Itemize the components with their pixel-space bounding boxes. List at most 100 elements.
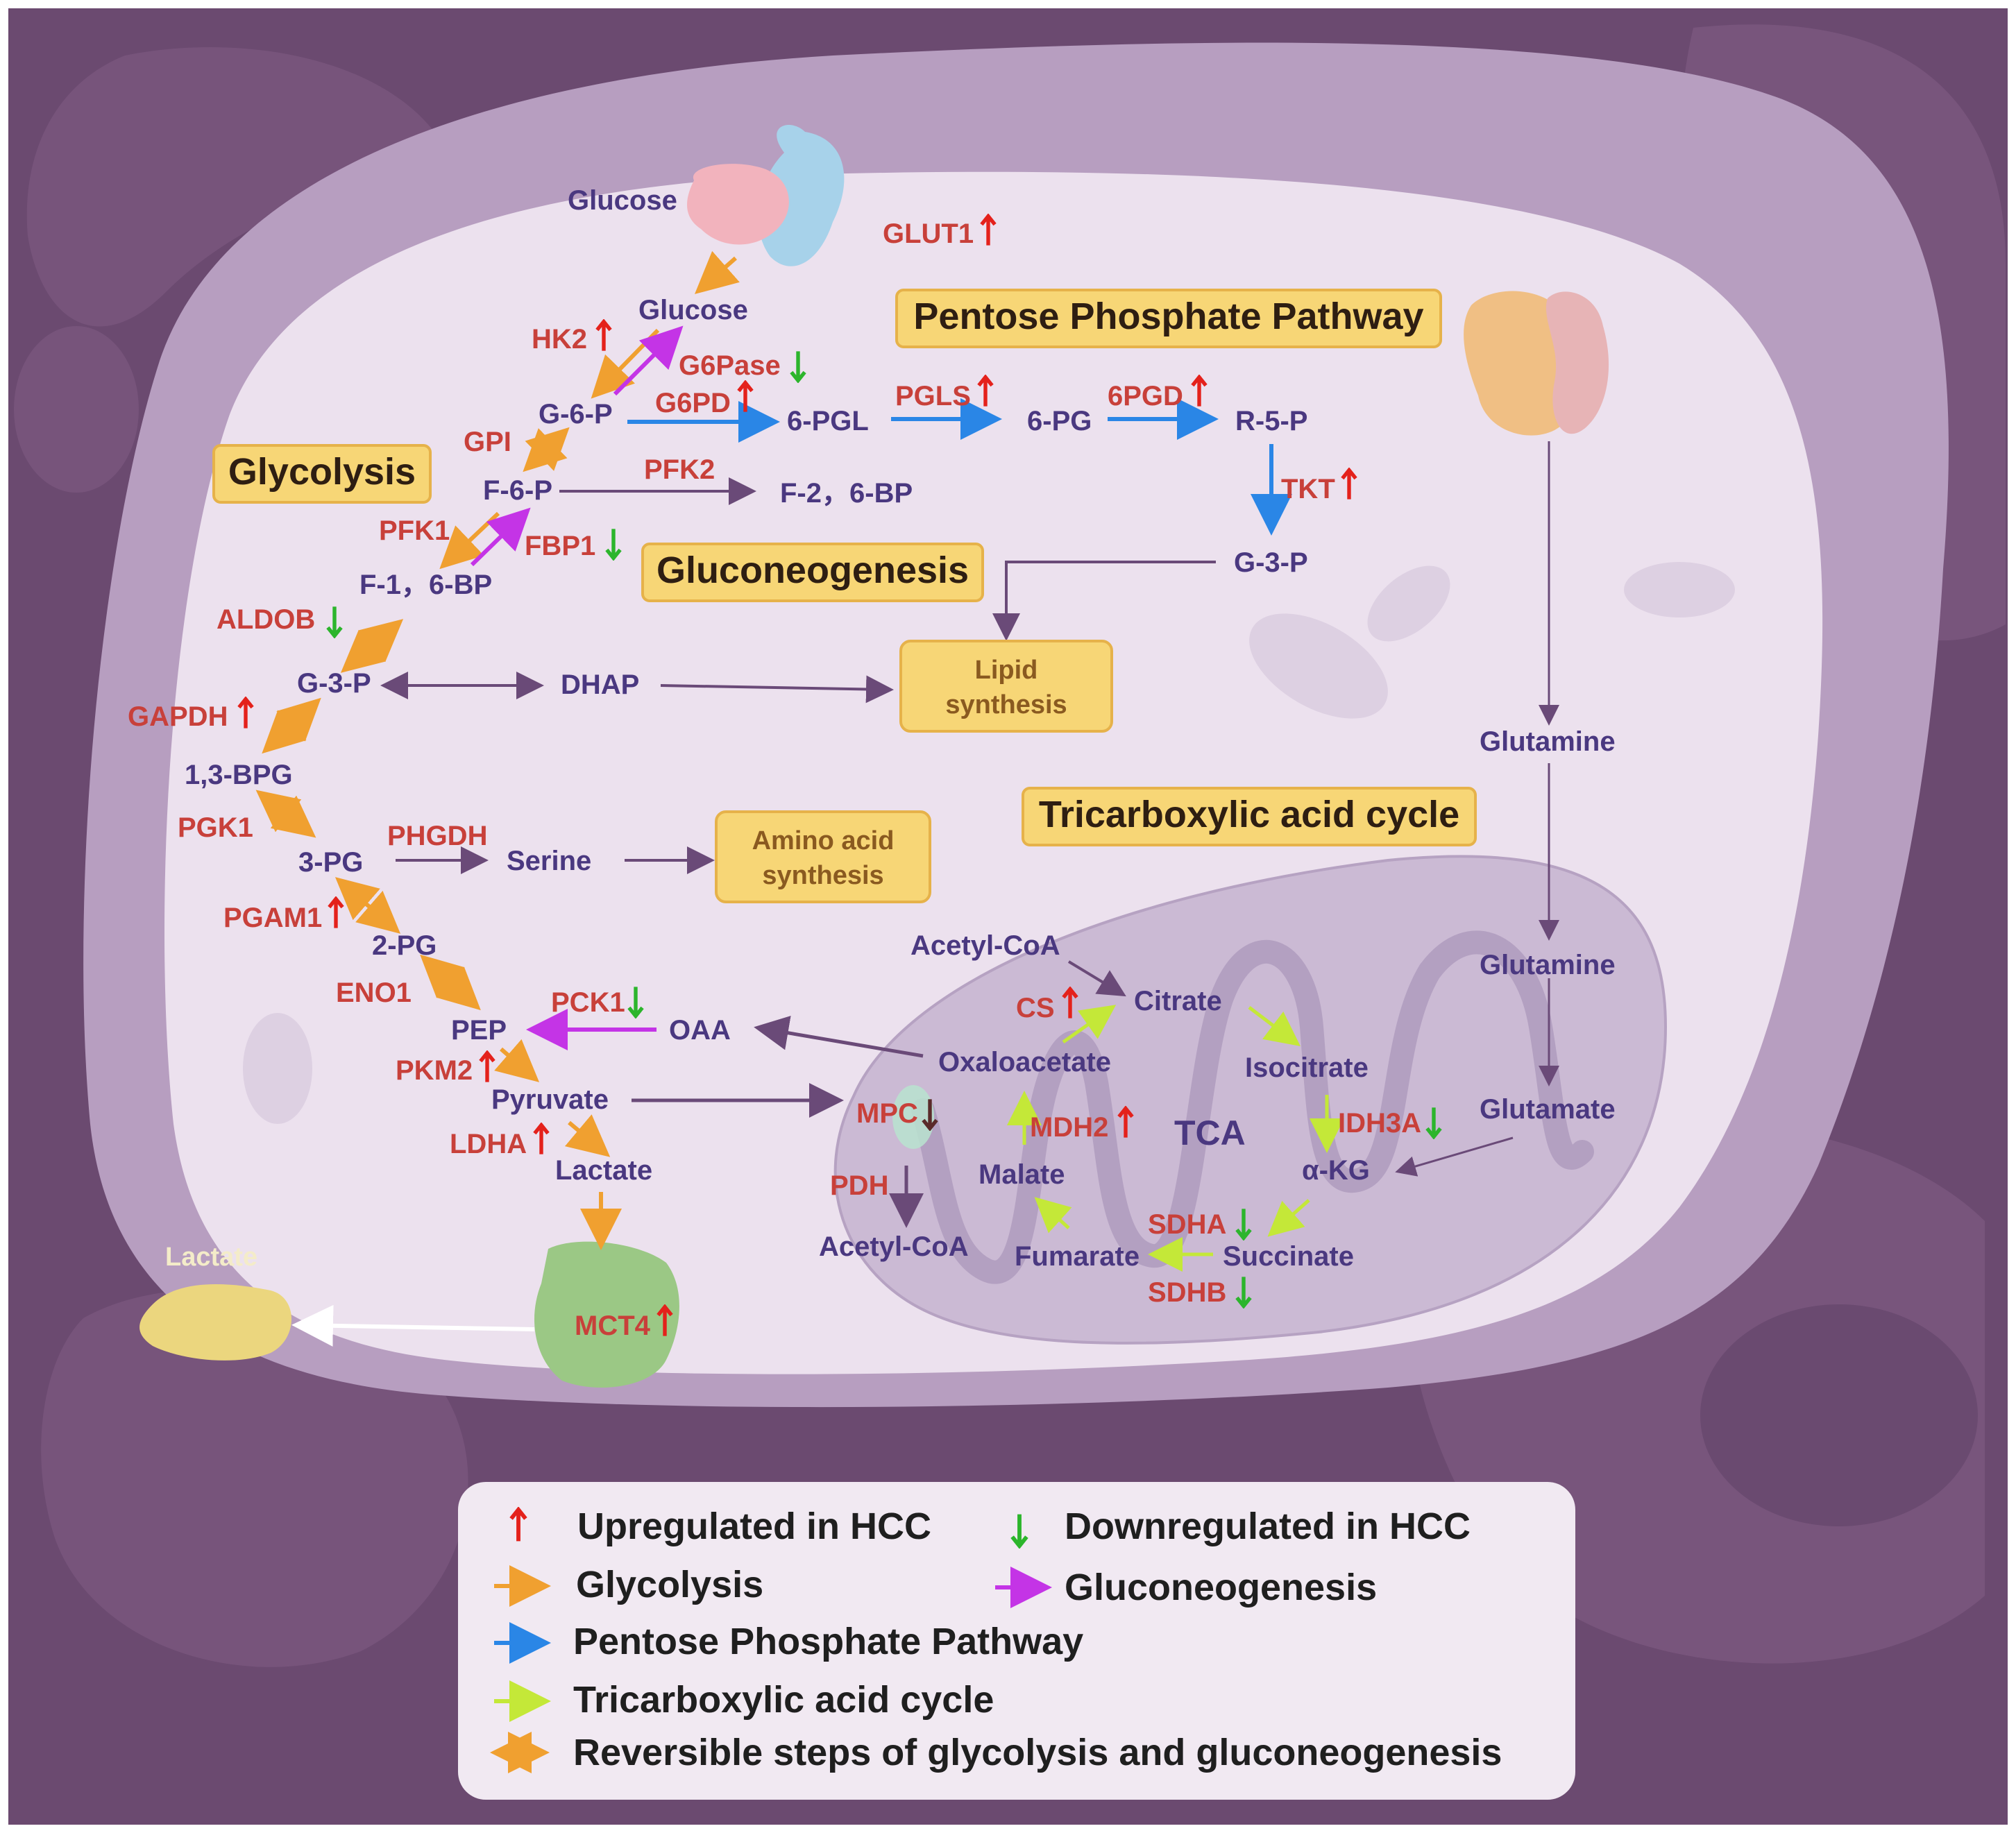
arrow-tca: [1248, 1006, 1301, 1047]
arrow-glutamate-akg: [1395, 1136, 1514, 1177]
pck1: PCK1: [551, 987, 625, 1018]
tkt: TKT: [1281, 474, 1335, 504]
phgdh: PHGDH: [387, 821, 487, 851]
arrow-oxaloacetate-oaa: [754, 1016, 924, 1058]
pep: PEP: [451, 1015, 507, 1046]
bpg13: 1,3-BPG: [185, 760, 293, 790]
legend-up-label: Upregulated in HCC: [577, 1506, 931, 1547]
arrow-reversible: [340, 619, 404, 673]
dhap: DHAP: [561, 670, 639, 700]
fumarate: Fumarate: [1015, 1241, 1140, 1272]
acetyl-coa-top: Acetyl-CoA: [910, 930, 1060, 961]
glut1-transporter: [758, 125, 845, 266]
pyruvate: Pyruvate: [491, 1084, 609, 1115]
pfk1: PFK1: [379, 515, 450, 546]
ppp-label: Pentose Phosphate Pathway: [913, 296, 1423, 337]
f16bp: F-1，6-BP: [359, 570, 492, 600]
legend-ppp-label: Pentose Phosphate Pathway: [573, 1621, 1083, 1662]
mct4-transporter: [534, 1241, 679, 1388]
pg3: 3-PG: [298, 847, 363, 878]
arrow-reversible: [262, 697, 321, 754]
acetyl-coa-bottom: Acetyl-CoA: [819, 1231, 969, 1262]
mitochondrion-faint: [1367, 565, 1450, 642]
arrow-reversible: [334, 877, 401, 934]
arrow-tca: [1267, 1199, 1310, 1237]
background-cell: [14, 326, 139, 493]
lipid-synthesis-line2: synthesis: [945, 690, 1067, 719]
ppp-label-box: [895, 289, 1442, 348]
sdha: SDHA: [1148, 1209, 1226, 1240]
gluconeogenesis-label: Gluconeogenesis: [657, 549, 969, 591]
g6p: G-6-P: [539, 399, 613, 429]
f6p: F-6-P: [483, 475, 552, 506]
pg2: 2-PG: [372, 930, 437, 961]
gluconeogenesis-label-box: [641, 543, 984, 602]
r5p: R-5-P: [1235, 406, 1307, 436]
glucose-intracellular: Glucose: [638, 295, 748, 325]
glucose-extracellular: Glucose: [568, 185, 677, 216]
mitochondrion-faint: [1249, 613, 1388, 719]
legend-down-label: Downregulated in HCC: [1065, 1506, 1471, 1547]
alpha-kg: α-KG: [1302, 1155, 1370, 1186]
tca-label: Tricarboxylic acid cycle: [1039, 794, 1459, 835]
arrow-glycolysis: [564, 1114, 611, 1157]
legend-reversible-label: Reversible steps of glycolysis and gluco…: [573, 1732, 1502, 1773]
legend: Upregulated in HCC Downregulated in HCC …: [458, 1482, 1575, 1800]
arrow-tca: [1034, 1197, 1072, 1234]
amino-acid-synthesis-line1: Amino acid: [752, 826, 895, 855]
pgk1: PGK1: [178, 812, 253, 843]
pkm2: PKM2: [396, 1055, 473, 1086]
tca-label-box: [1022, 787, 1477, 846]
pfk2: PFK2: [644, 454, 715, 485]
mitochondrion-cristae: [911, 930, 1594, 1284]
sdhb: SDHB: [1148, 1277, 1226, 1308]
g3p: G-3-P: [297, 668, 371, 699]
pgd6: 6PGD: [1108, 381, 1183, 411]
amino-acid-synthesis-line2: synthesis: [762, 861, 883, 890]
lipid-synthesis-box: [899, 640, 1113, 733]
legend-gluconeogenesis-label: Gluconeogenesis: [1065, 1567, 1377, 1608]
legend-glycolysis-label: Glycolysis: [576, 1564, 763, 1605]
serine: Serine: [507, 846, 591, 876]
arrow-gluconeogenesis: [613, 325, 684, 396]
pg6: 6-PG: [1027, 406, 1092, 436]
glut1-transporter: [687, 164, 789, 245]
hk2: HK2: [532, 324, 587, 355]
glutamine-cytosol: Glutamine: [1480, 726, 1616, 757]
pdh: PDH: [830, 1170, 888, 1201]
pgam1: PGAM1: [223, 903, 322, 933]
mpc: MPC: [856, 1098, 918, 1129]
pgls: PGLS: [895, 381, 971, 411]
lactate-molecule: [139, 1284, 291, 1361]
glut1: GLUT1: [883, 219, 974, 249]
arrow-reversible: [420, 954, 481, 1011]
eno1: ENO1: [336, 978, 412, 1008]
fbp1: FBP1: [525, 531, 595, 561]
arrow-glycolysis: [494, 1039, 540, 1082]
arrow-acetylcoa-citrate: [1067, 960, 1126, 997]
arrow-glucose-import: [694, 250, 740, 294]
pgl6: 6-PGL: [787, 406, 869, 436]
legend-box: [458, 1482, 1575, 1800]
oxaloacetate: Oxaloacetate: [938, 1047, 1111, 1077]
mdh2: MDH2: [1030, 1112, 1108, 1143]
arrow-tca: [1062, 1005, 1117, 1044]
amino-acid-synthesis-box: [715, 810, 931, 903]
lactate-intracellular: Lactate: [555, 1155, 652, 1186]
arrow-lactate-export: [291, 1304, 535, 1347]
g3p-ppp: G-3-P: [1234, 547, 1308, 578]
arrow-dhap-lipid: [660, 675, 894, 704]
ldha: LDHA: [450, 1129, 527, 1159]
succinate: Succinate: [1223, 1241, 1354, 1272]
glycolysis-label-box: [212, 444, 432, 504]
gapdh: GAPDH: [128, 701, 228, 732]
gpi: GPI: [464, 427, 511, 457]
arrow-gluconeogenesis: [470, 507, 531, 567]
isocitrate: Isocitrate: [1245, 1052, 1369, 1083]
g6pase: G6Pase: [679, 350, 781, 381]
lactate-extracellular: Lactate: [165, 1243, 257, 1272]
idh3a: IDH3A: [1338, 1108, 1421, 1139]
glutamate: Glutamate: [1480, 1094, 1616, 1125]
